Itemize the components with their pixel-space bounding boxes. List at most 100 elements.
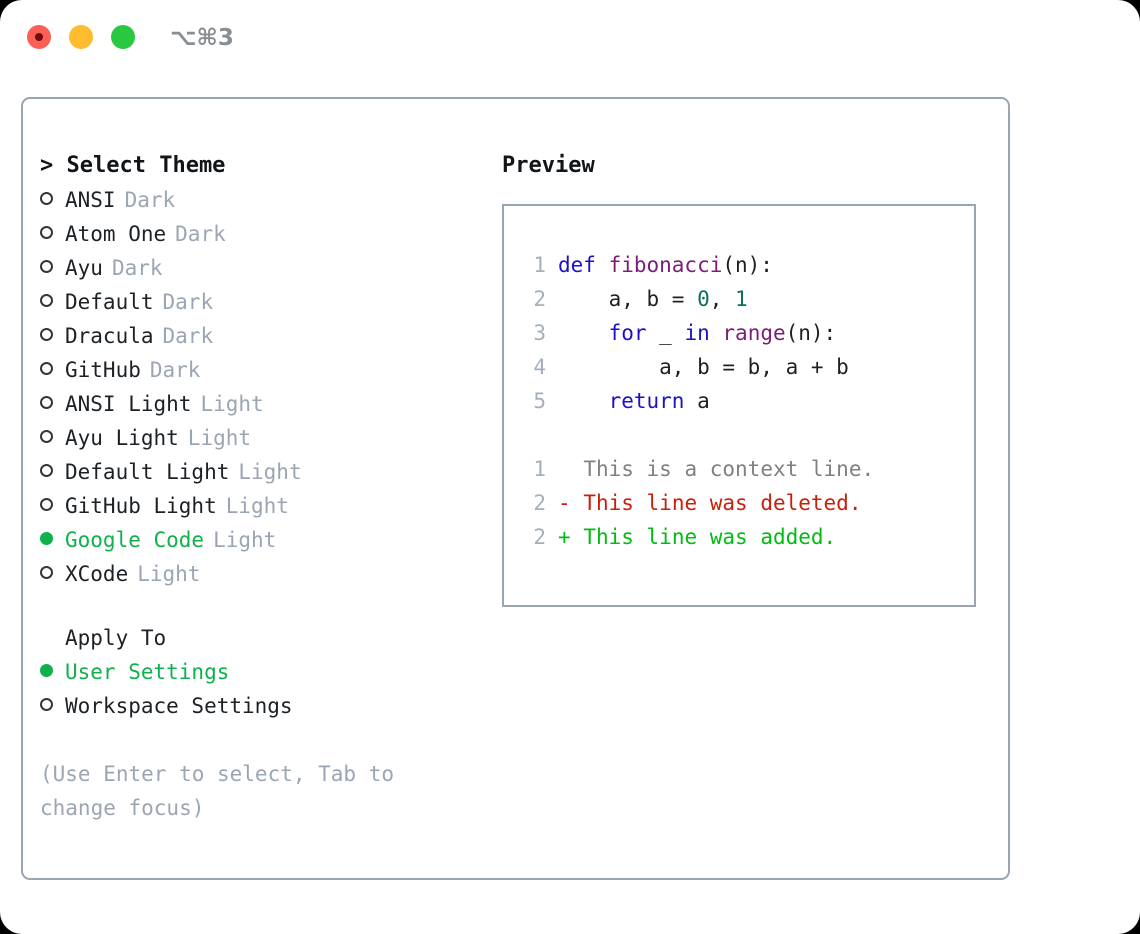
code-line-text: def fibonacci(n): (558, 248, 773, 282)
theme-variant-label: Light (137, 562, 201, 586)
radio-selected-icon (40, 664, 53, 677)
title-bar: ⌥⌘3 (0, 0, 1140, 78)
code-line: 2 a, b = 0, 1 (522, 282, 974, 316)
code-line-number: 4 (533, 355, 546, 379)
radio-unselected-icon (40, 328, 53, 341)
diff-line-number: 1 (533, 457, 546, 481)
maximize-window-button[interactable] (111, 25, 135, 49)
code-token-plain: (n): (722, 253, 773, 277)
window-shortcut-label: ⌥⌘3 (170, 25, 234, 51)
radio-unselected-icon (40, 260, 53, 273)
code-line-text: a, b = b, a + b (558, 350, 849, 384)
diff-line-number: 2 (533, 491, 546, 515)
code-token-plain (710, 321, 723, 345)
theme-variant-label: Dark (175, 222, 226, 246)
theme-list-item[interactable]: GitHub Light Light (40, 489, 490, 523)
theme-variant-label: Dark (124, 188, 176, 212)
theme-name-label: XCode (65, 562, 129, 586)
theme-name-label: GitHub Light (65, 494, 217, 518)
traffic-light-group (27, 25, 135, 49)
diff-marker-gap (571, 486, 584, 520)
theme-variant-label: Light (225, 494, 289, 518)
theme-variant-label: Light (238, 460, 302, 484)
theme-list-item[interactable]: Default Dark (40, 285, 490, 319)
theme-list-item[interactable]: ANSI Dark (40, 183, 490, 217)
theme-variant-label: Light (200, 392, 264, 416)
code-token-kw: def (558, 253, 609, 277)
theme-name-label: Ayu Light (65, 426, 179, 450)
select-theme-heading: > Select Theme (40, 153, 226, 178)
theme-list-item[interactable]: Dracula Dark (40, 319, 490, 353)
radio-unselected-icon (40, 362, 53, 375)
diff-line-text: This line was added. (583, 525, 837, 549)
radio-unselected-icon (40, 226, 53, 239)
theme-list-item[interactable]: Default Light Light (40, 455, 490, 489)
theme-name-label: Atom One (65, 222, 167, 246)
theme-name-label: Dracula (65, 324, 154, 348)
theme-variant-label: Dark (162, 290, 214, 314)
theme-list-item[interactable]: XCode Light (40, 557, 490, 591)
theme-variant-label: Light (213, 528, 277, 552)
code-line-text: for _ in range(n): (558, 316, 837, 350)
code-line-number: 1 (533, 253, 546, 277)
diff-line-number: 2 (533, 525, 546, 549)
code-token-plain: a, b = (558, 287, 698, 311)
keyboard-hint-text: (Use Enter to select, Tab to change focu… (40, 762, 407, 820)
radio-unselected-icon (40, 294, 53, 307)
code-line: 3 for _ in range(n): (522, 316, 974, 350)
close-window-button[interactable] (27, 25, 51, 49)
code-token-plain: (n): (785, 321, 837, 345)
code-token-num: 0 (697, 287, 710, 311)
radio-unselected-icon (40, 192, 53, 205)
radio-unselected-icon (40, 430, 53, 443)
theme-name-label: Default (65, 290, 154, 314)
theme-variant-label: Dark (162, 324, 214, 348)
code-token-plain: a (684, 389, 710, 413)
theme-name-label: GitHub (65, 358, 141, 382)
radio-unselected-icon (40, 396, 53, 409)
diff-sample: 1 This is a context line.2- This line wa… (522, 452, 974, 554)
minimize-window-button[interactable] (69, 25, 93, 49)
radio-unselected-icon (40, 498, 53, 511)
apply-to-option[interactable]: Workspace Settings (40, 689, 490, 723)
diff-line: 2 + This line was added. (522, 520, 974, 554)
diff-marker: - (558, 491, 571, 515)
theme-list-item[interactable]: Ayu Light Light (40, 421, 490, 455)
diff-marker (558, 452, 571, 486)
code-line-number: 2 (533, 287, 546, 311)
radio-unselected-icon (40, 698, 53, 711)
code-token-kw: return (608, 389, 685, 413)
diff-marker-gap (571, 520, 584, 554)
diff-line-text: This line was deleted. (583, 491, 862, 515)
preview-heading: Preview (502, 153, 595, 178)
theme-variant-label: Light (187, 426, 252, 450)
code-token-num: 1 (735, 287, 748, 311)
code-token-plain: _ (646, 321, 685, 345)
code-token-kw: for (608, 321, 647, 345)
theme-name-label: ANSI (65, 188, 116, 212)
diff-line: 2- This line was deleted. (522, 486, 974, 520)
code-line-text: return a (558, 384, 710, 418)
code-token-plain (558, 321, 609, 345)
theme-name-label: Ayu (65, 256, 103, 280)
apply-to-option[interactable]: User Settings (40, 655, 490, 689)
code-line: 4 a, b = b, a + b (522, 350, 974, 384)
radio-unselected-icon (40, 566, 53, 579)
theme-list-item[interactable]: Atom One Dark (40, 217, 490, 251)
code-diff-spacer (522, 418, 974, 452)
theme-name-label: Default Light (65, 460, 230, 484)
radio-unselected-icon (40, 464, 53, 477)
code-line: 5 return a (522, 384, 974, 418)
apply-to-option-label: Workspace Settings (65, 694, 293, 718)
diff-marker: + (558, 525, 571, 549)
